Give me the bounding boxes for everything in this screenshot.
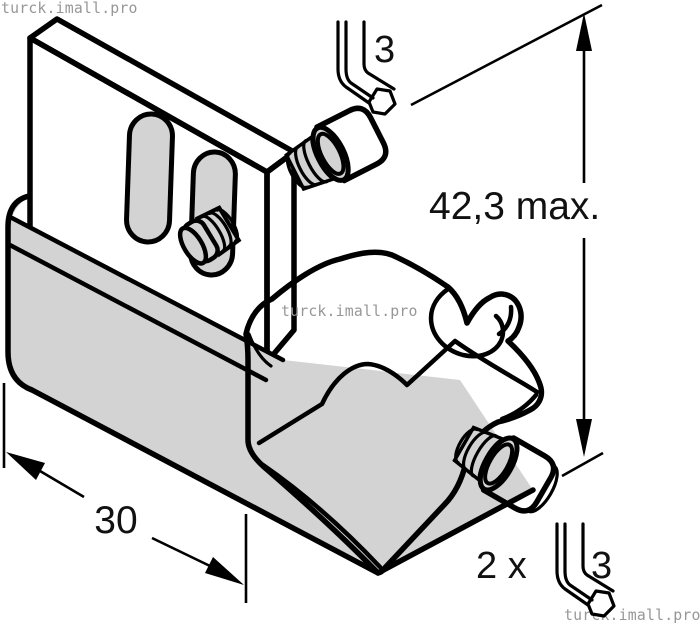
clamp-saddle-line (256, 338, 540, 446)
arrow-down-icon (576, 419, 592, 457)
hex-key-icon-bottom (555, 522, 616, 618)
clamp-front-fold (260, 462, 383, 570)
watermark: turck.imall.pro (1, 0, 138, 17)
wrench-size-label-bottom: 3 (591, 545, 612, 587)
sensor-clamp (243, 249, 545, 576)
plate-slot-left (124, 111, 175, 245)
width-dimension-label: 30 (94, 499, 137, 542)
width-dimension: 30 (2, 383, 248, 603)
base-top-front-edge (5, 241, 269, 383)
watermark: turck.imall.pro (564, 607, 700, 624)
extension-line-top (410, 3, 603, 107)
base-top-back-edge (9, 215, 286, 363)
clamp-left-end-line (247, 332, 273, 368)
wrench-size-label-top: 3 (374, 29, 395, 71)
base-left-bottom-edge (5, 193, 381, 576)
arrow-upleft-icon (6, 452, 45, 480)
hex-key-icon-top (336, 20, 397, 116)
arrow-downright-icon (205, 557, 244, 585)
screw-count-label: 2 x (476, 545, 527, 587)
hex-tip-face (586, 589, 616, 618)
clamp-end-face-line (499, 392, 539, 422)
clamp-jaw-inner-curl (496, 304, 514, 337)
height-dimension-label: 42,3 max. (429, 185, 600, 228)
screw-thread-end (177, 205, 242, 266)
hex-tip-face (367, 87, 397, 116)
clamp-screw-top (284, 105, 389, 192)
arrow-up-icon (576, 13, 592, 51)
base-plate (5, 193, 536, 576)
extension-line-bottom (561, 451, 604, 478)
clamp-outline (243, 249, 545, 576)
height-dimension: 42,3 max. (410, 3, 604, 478)
watermark: turck.imall.pro (281, 303, 418, 320)
plate-side-face (264, 149, 297, 365)
clamp-screw-bottom (452, 425, 559, 514)
